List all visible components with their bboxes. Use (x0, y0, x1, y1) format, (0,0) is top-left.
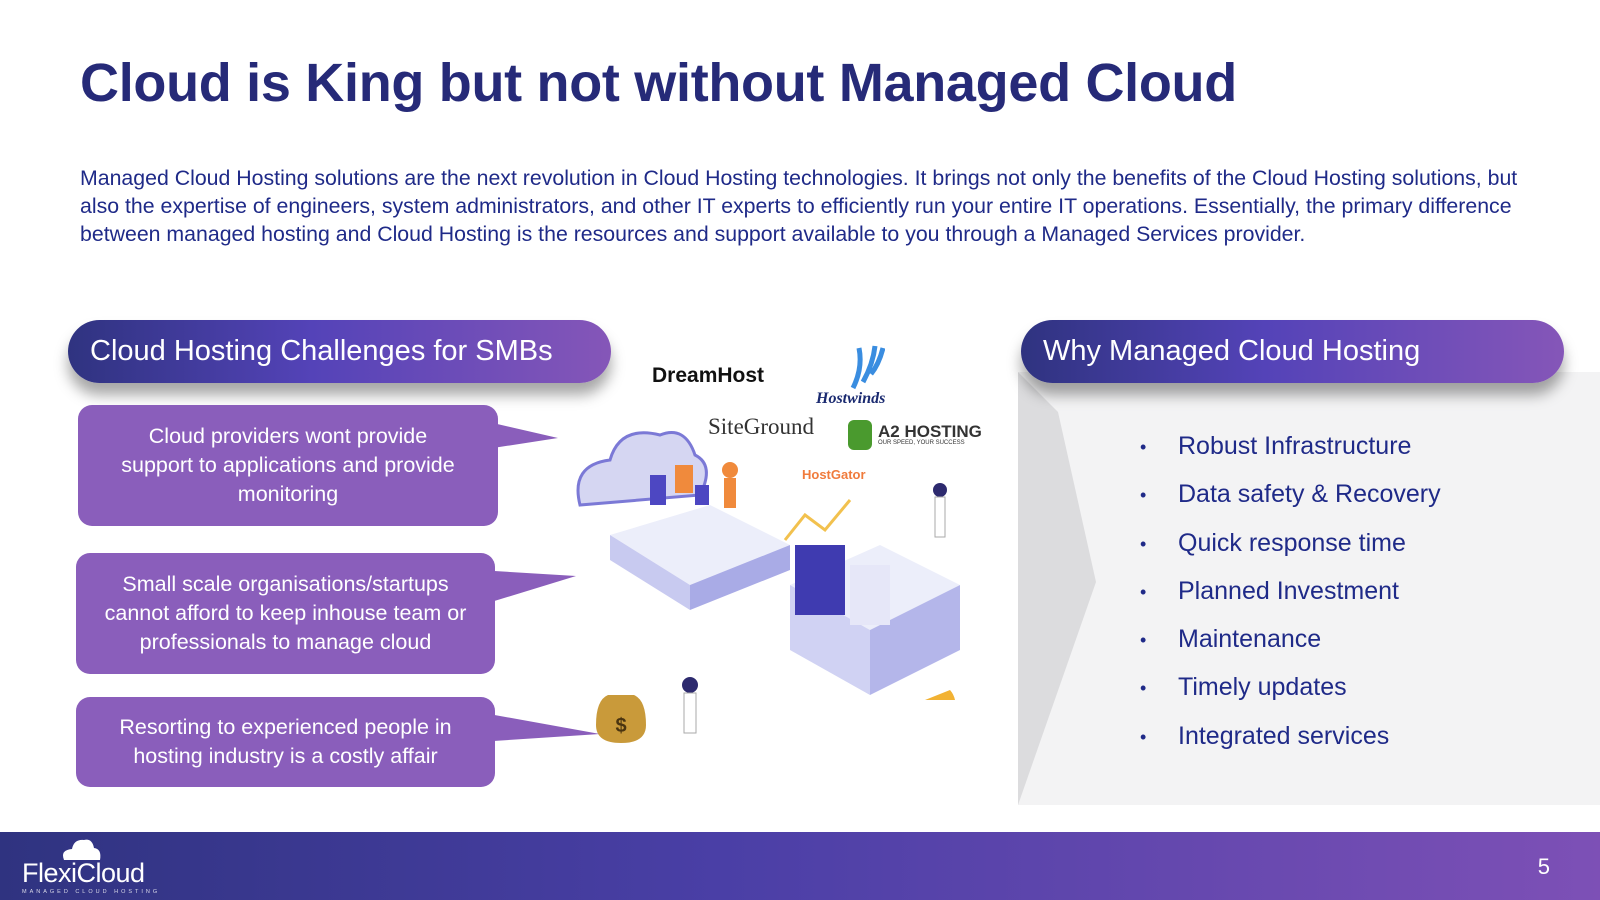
list-item: • Data safety & Recovery (1140, 480, 1441, 528)
svg-text:$: $ (615, 715, 626, 737)
challenge-box-2: Small scale organisations/startups canno… (76, 553, 495, 674)
challenges-header: Cloud Hosting Challenges for SMBs (68, 320, 611, 383)
why-panel (1018, 372, 1600, 805)
hostwinds-logo: Hostwinds (816, 390, 886, 407)
list-item-text: Maintenance (1178, 625, 1322, 654)
bullet: • (1140, 581, 1147, 602)
callout-pointer (478, 712, 600, 742)
a2hosting-logo: A2 HOSTING (878, 422, 982, 441)
list-item-text: Robust Infrastructure (1178, 432, 1412, 460)
bullet: • (1140, 726, 1147, 747)
challenge-box-1: Cloud providers wont provide support to … (78, 405, 498, 526)
slide-title: Cloud is King but not without Managed Cl… (80, 53, 1237, 113)
list-item: • Quick response time (1140, 529, 1441, 577)
hostgator-logo: HostGator (802, 467, 866, 482)
list-item: • Timely updates (1140, 673, 1441, 721)
list-item-text: Timely updates (1178, 673, 1347, 702)
list-item-text: Planned Investment (1178, 576, 1399, 605)
intro-paragraph: Managed Cloud Hosting solutions are the … (80, 166, 1518, 246)
siteground-logo: SiteGround (708, 414, 815, 439)
why-list: • Robust Infrastructure • Data safety & Re… (1140, 432, 1441, 770)
flexicloud-logo: FlexiCloud MANAGED CLOUD HOSTING (22, 839, 161, 895)
challenge-text: Resorting to experienced people in hosti… (119, 715, 452, 768)
list-item-text: Integrated services (1178, 721, 1390, 750)
challenge-text: Cloud providers wont provide support to … (121, 424, 455, 506)
a2-icon (848, 420, 872, 450)
panel-arrow-shade (1018, 372, 1096, 805)
callout-pointer (478, 570, 576, 606)
logo-tagline: MANAGED CLOUD HOSTING (22, 889, 161, 895)
logo-name: FlexiCloud (22, 858, 145, 888)
why-header: Why Managed Cloud Hosting (1021, 320, 1564, 383)
challenge-text: Small scale organisations/startups canno… (104, 572, 467, 654)
list-item-text: Data safety & Recovery (1178, 480, 1441, 509)
bullet: • (1140, 437, 1147, 457)
hostwinds-icon (850, 345, 885, 390)
list-item: • Integrated services (1140, 722, 1441, 770)
page-number: 5 (1537, 854, 1550, 879)
list-item: • Robust Infrastructure (1140, 432, 1441, 480)
bullet: • (1140, 630, 1147, 651)
challenge-box-3: Resorting to experienced people in hosti… (76, 697, 495, 787)
cloud-infrastructure-illustration: $ (576, 431, 960, 743)
list-item-text: Quick response time (1178, 528, 1406, 557)
callout-pointer (480, 420, 558, 450)
list-item: • Planned Investment (1140, 577, 1441, 625)
bullet: • (1140, 485, 1147, 506)
bullet: • (1140, 533, 1147, 554)
a2hosting-tagline: OUR SPEED, YOUR SUCCESS (878, 440, 965, 446)
cloud-icon (63, 839, 101, 860)
dreamhost-logo: DreamHost (652, 364, 765, 387)
bullet: • (1140, 678, 1147, 699)
footer-bar: FlexiCloud MANAGED CLOUD HOSTING 5 (0, 832, 1600, 900)
list-item: • Maintenance (1140, 625, 1441, 673)
